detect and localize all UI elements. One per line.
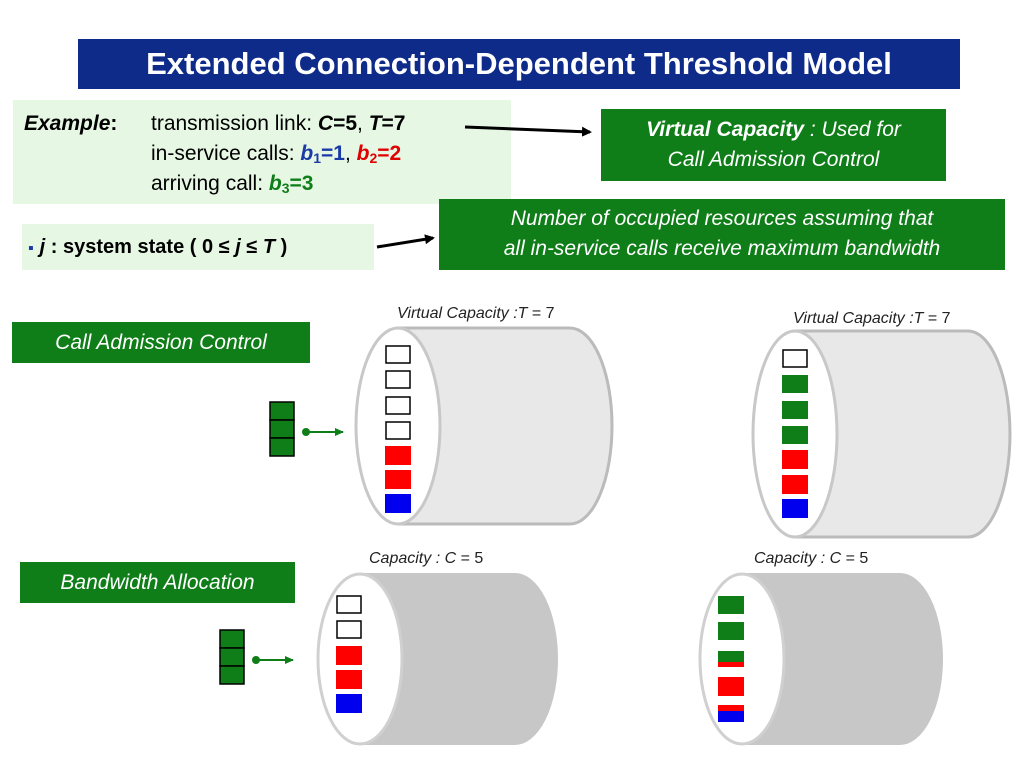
in-service-calls-line: in-service calls: b1=1, b2=2 <box>151 142 402 166</box>
capacity-label-left: Capacity : C = 5 <box>369 550 484 567</box>
example-box: Example: transmission link: C=5, T=7 in-… <box>13 100 511 204</box>
call-admission-control-label: Call Admission Control <box>12 322 310 363</box>
virtual-capacity-note: Virtual Capacity : Used for Call Admissi… <box>601 109 946 181</box>
page-title: Extended Connection-Dependent Threshold … <box>78 39 960 89</box>
transmission-link-line: transmission link: C=5, T=7 <box>151 112 406 135</box>
arriving-call-bottom <box>219 629 294 685</box>
cylinder-virtual-right <box>751 329 1012 539</box>
cylinder-capacity-right <box>698 572 943 746</box>
cylinder-capacity-left <box>316 572 558 746</box>
bandwidth-allocation-label: Bandwidth Allocation <box>20 562 295 603</box>
cylinder-virtual-left <box>354 326 614 526</box>
arrow-to-virtual-capacity <box>464 125 592 137</box>
capacity-label-right: Capacity : C = 5 <box>754 550 869 567</box>
arrow-to-occupied-note <box>376 234 435 249</box>
bullet-icon: ▪ <box>28 240 34 257</box>
occupied-resources-note: Number of occupied resources assuming th… <box>439 199 1005 270</box>
virtual-capacity-label-right: Virtual Capacity :T = 7 <box>793 310 951 327</box>
system-state-box: ▪j : system state ( 0 ≤ j ≤ T ) <box>22 224 374 270</box>
example-label: Example: <box>24 112 118 135</box>
arriving-call-top <box>269 401 344 457</box>
arriving-call-line: arriving call: b3=3 <box>151 172 314 196</box>
virtual-capacity-label-left: Virtual Capacity :T = 7 <box>397 305 555 322</box>
